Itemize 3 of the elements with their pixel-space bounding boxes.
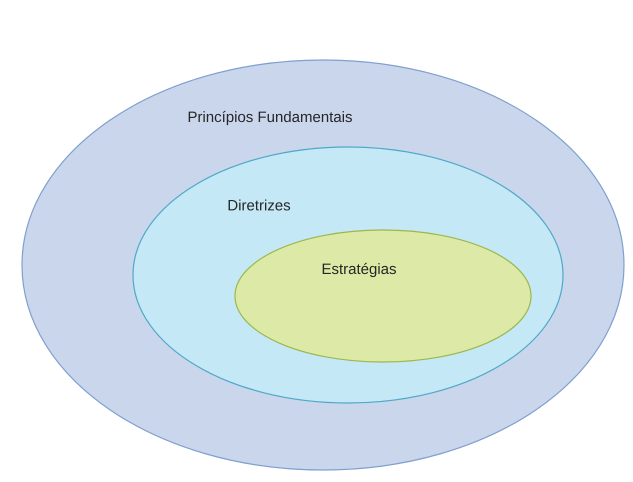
ellipse-label: Diretrizes <box>228 200 290 210</box>
ellipse-label: Estratégias <box>322 262 396 278</box>
ellipse-label: Princípios Fundamentais <box>188 110 352 126</box>
